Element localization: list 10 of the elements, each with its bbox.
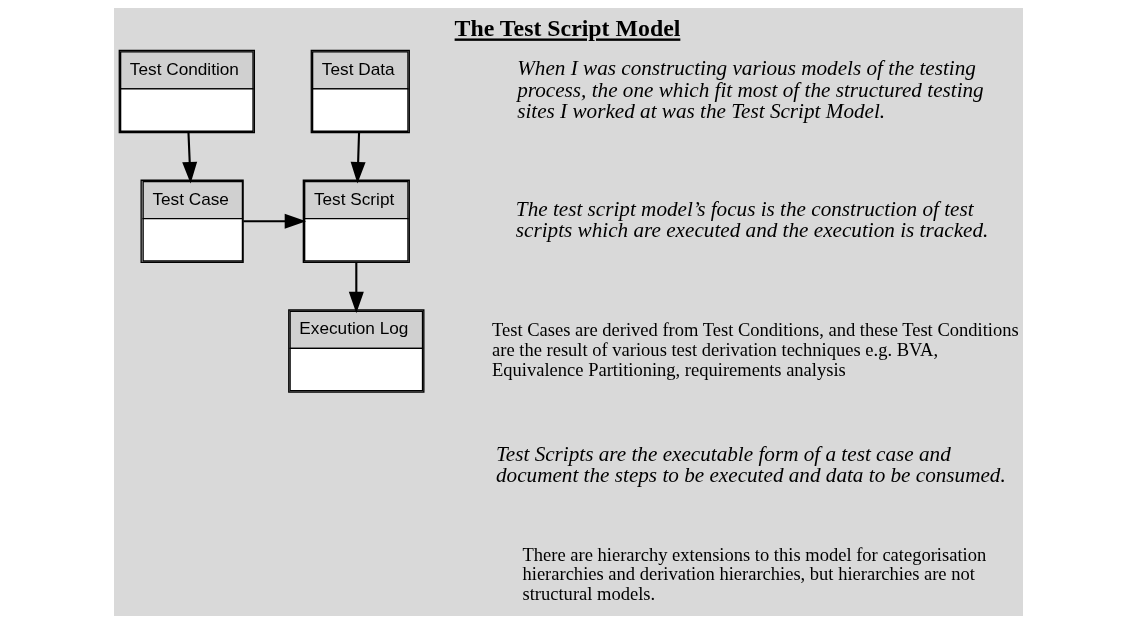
label: When I was constructing various models of the testing process, the one which fit most of the structured testing sites I worked at was the Test Script Model. bbox=[516, 56, 984, 123]
arrow bbox=[242, 213, 306, 229]
label: Test Cases are derived from Test Conditions, and these Test Conditions are the result of various test derivation techniques e.g. BVA, Equivalence Partitioning, requirements analysis bbox=[491, 319, 1019, 380]
arrow bbox=[348, 262, 364, 314]
arrow bbox=[181, 132, 197, 184]
label: There are hierarchy extensions to this model for categorisation hierarchies and derivation hierarchies, but hierarchies are not structural models. bbox=[521, 543, 986, 605]
diagram-title: The Test Script Model bbox=[454, 15, 680, 42]
label: Test Scripts are the executable form of a test case and document the steps to be executed and data to be consumed. bbox=[495, 441, 1006, 487]
label: The test script model’s focus is the construction of test scripts which are executed and the execution is tracked. bbox=[515, 196, 988, 242]
arrow bbox=[350, 132, 366, 184]
